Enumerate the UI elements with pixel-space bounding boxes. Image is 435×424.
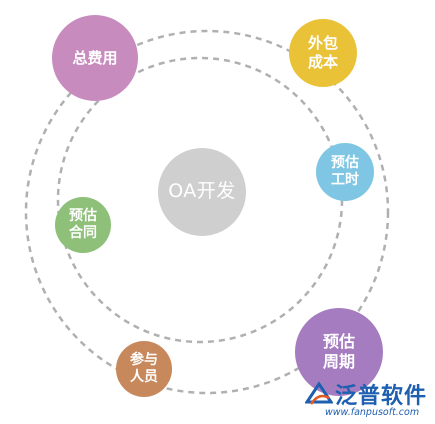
center-node-label: OA开发 xyxy=(168,180,236,203)
node-estimated-hours: 预估 工时 xyxy=(316,143,374,201)
node-participants: 参与 人员 xyxy=(116,341,172,397)
node-label: 预估 合同 xyxy=(69,207,97,242)
node-label: 预估 工时 xyxy=(331,154,359,189)
center-node-oa-development: OA开发 xyxy=(158,148,246,236)
node-label: 预估 周期 xyxy=(322,332,355,371)
node-label: 总费用 xyxy=(72,48,118,67)
watermark-brand-name: 泛普软件 xyxy=(335,384,428,409)
node-total-cost: 总费用 xyxy=(52,15,138,101)
node-estimated-cycle: 预估 周期 xyxy=(295,308,383,396)
fanpu-logo-icon xyxy=(305,381,333,405)
node-label: 参与 人员 xyxy=(130,351,158,386)
watermark-url: www.fanpusoft.com xyxy=(325,407,420,418)
outer-orbit-ring xyxy=(24,29,390,395)
node-estimated-contract: 预估 合同 xyxy=(55,197,111,253)
node-outsourcing-cost: 外包 成本 xyxy=(289,19,357,87)
watermark: 泛普软件 www.fanpusoft.com xyxy=(305,378,430,422)
node-label: 外包 成本 xyxy=(307,34,338,71)
